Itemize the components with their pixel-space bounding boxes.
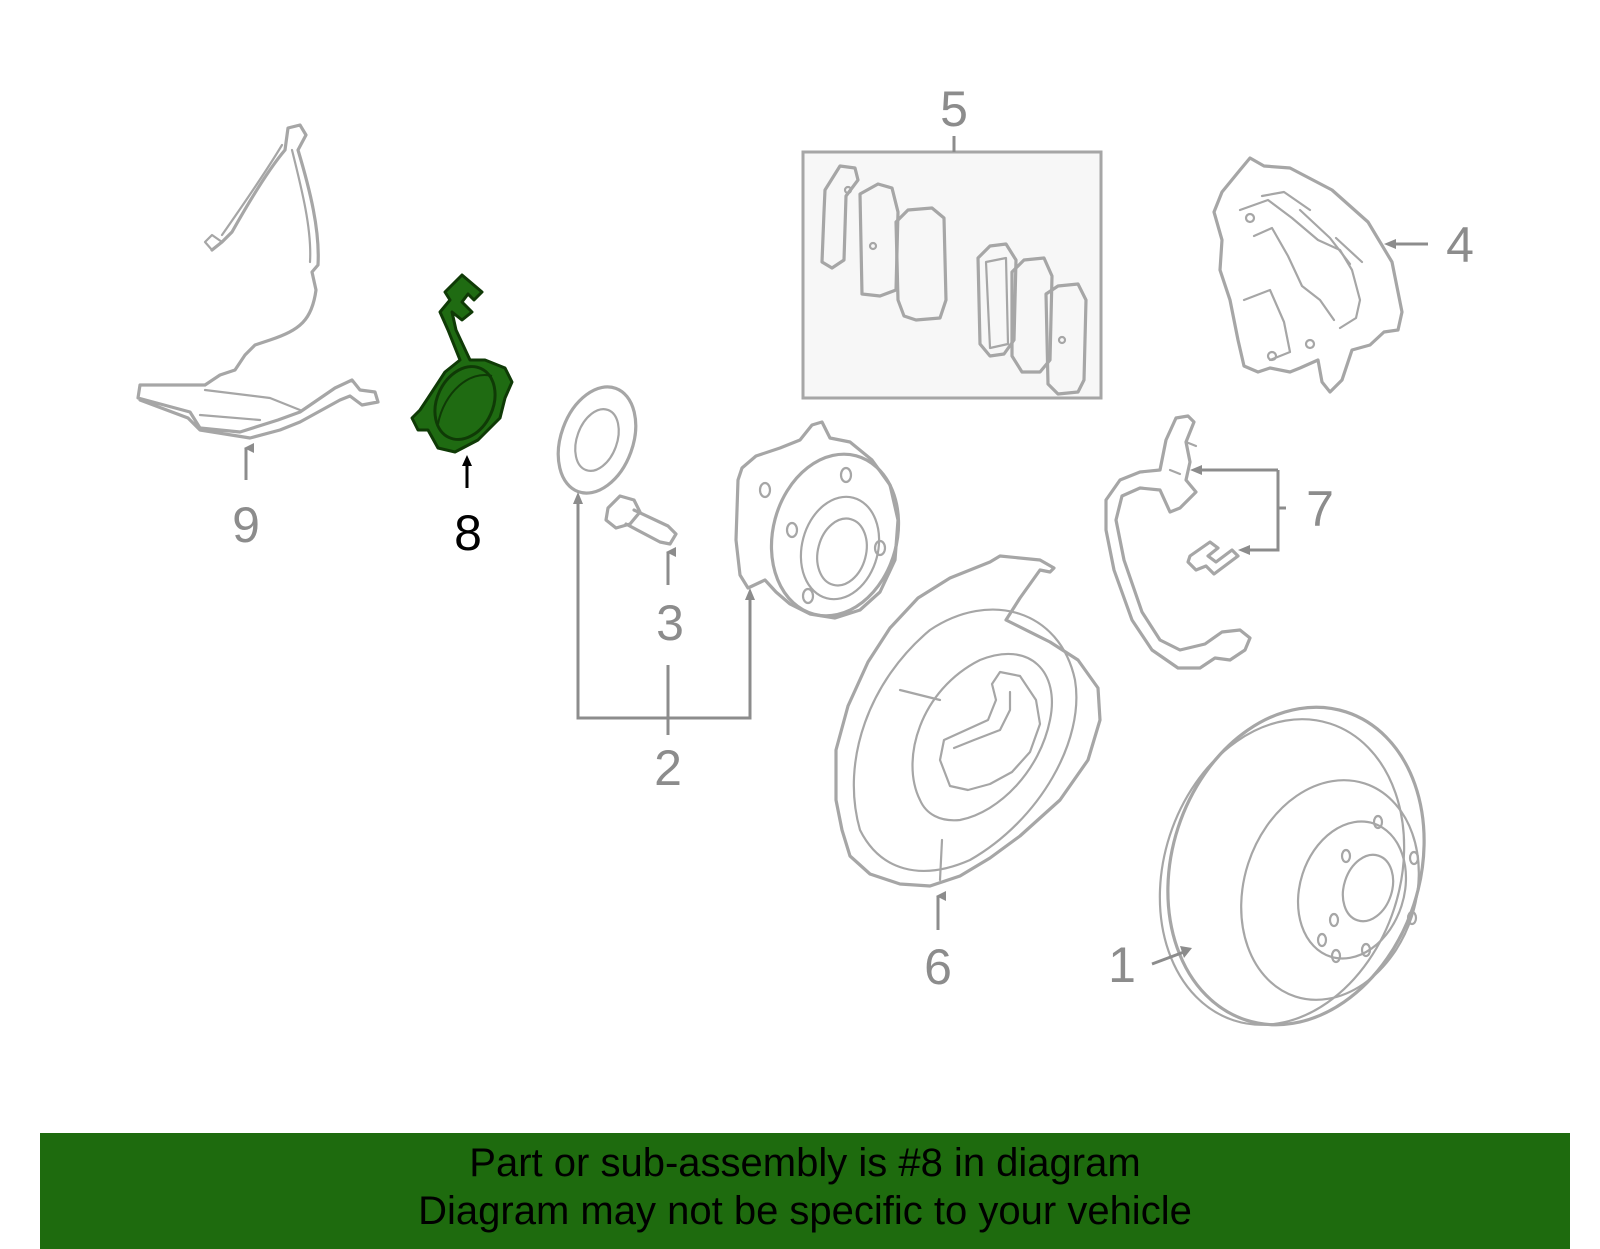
parts-diagram: 9 8 3 2 bbox=[136, 81, 1474, 1059]
callout-3[interactable]: 3 bbox=[656, 595, 684, 651]
callout-8[interactable]: 8 bbox=[454, 505, 482, 561]
callout-1[interactable]: 1 bbox=[1108, 937, 1136, 993]
part-1-rotor[interactable] bbox=[1122, 674, 1464, 1059]
callout-2[interactable]: 2 bbox=[654, 740, 682, 796]
callout-5[interactable]: 5 bbox=[940, 81, 968, 137]
banner-line-1: Part or sub-assembly is #8 in diagram bbox=[469, 1141, 1141, 1185]
part-3-bolt[interactable] bbox=[604, 494, 678, 585]
info-banner: Part or sub-assembly is #8 in diagram Di… bbox=[40, 1133, 1570, 1249]
part-2-seal[interactable] bbox=[544, 376, 649, 504]
part-9-harness[interactable] bbox=[136, 123, 380, 480]
part-8-abs-sensor[interactable] bbox=[410, 273, 514, 488]
part-4-caliper[interactable] bbox=[1212, 156, 1428, 394]
part-7-brake-hose[interactable] bbox=[1104, 414, 1286, 670]
part-2-hub[interactable] bbox=[734, 420, 916, 630]
part-6-backing-plate[interactable] bbox=[834, 554, 1102, 930]
callout-7[interactable]: 7 bbox=[1306, 481, 1334, 537]
callout-4[interactable]: 4 bbox=[1446, 217, 1474, 273]
callout-2-leader bbox=[573, 492, 755, 735]
callout-6[interactable]: 6 bbox=[924, 939, 952, 995]
banner-line-2: Diagram may not be specific to your vehi… bbox=[418, 1189, 1192, 1233]
callout-9[interactable]: 9 bbox=[232, 497, 260, 553]
part-5-brake-pads[interactable] bbox=[801, 136, 1103, 400]
